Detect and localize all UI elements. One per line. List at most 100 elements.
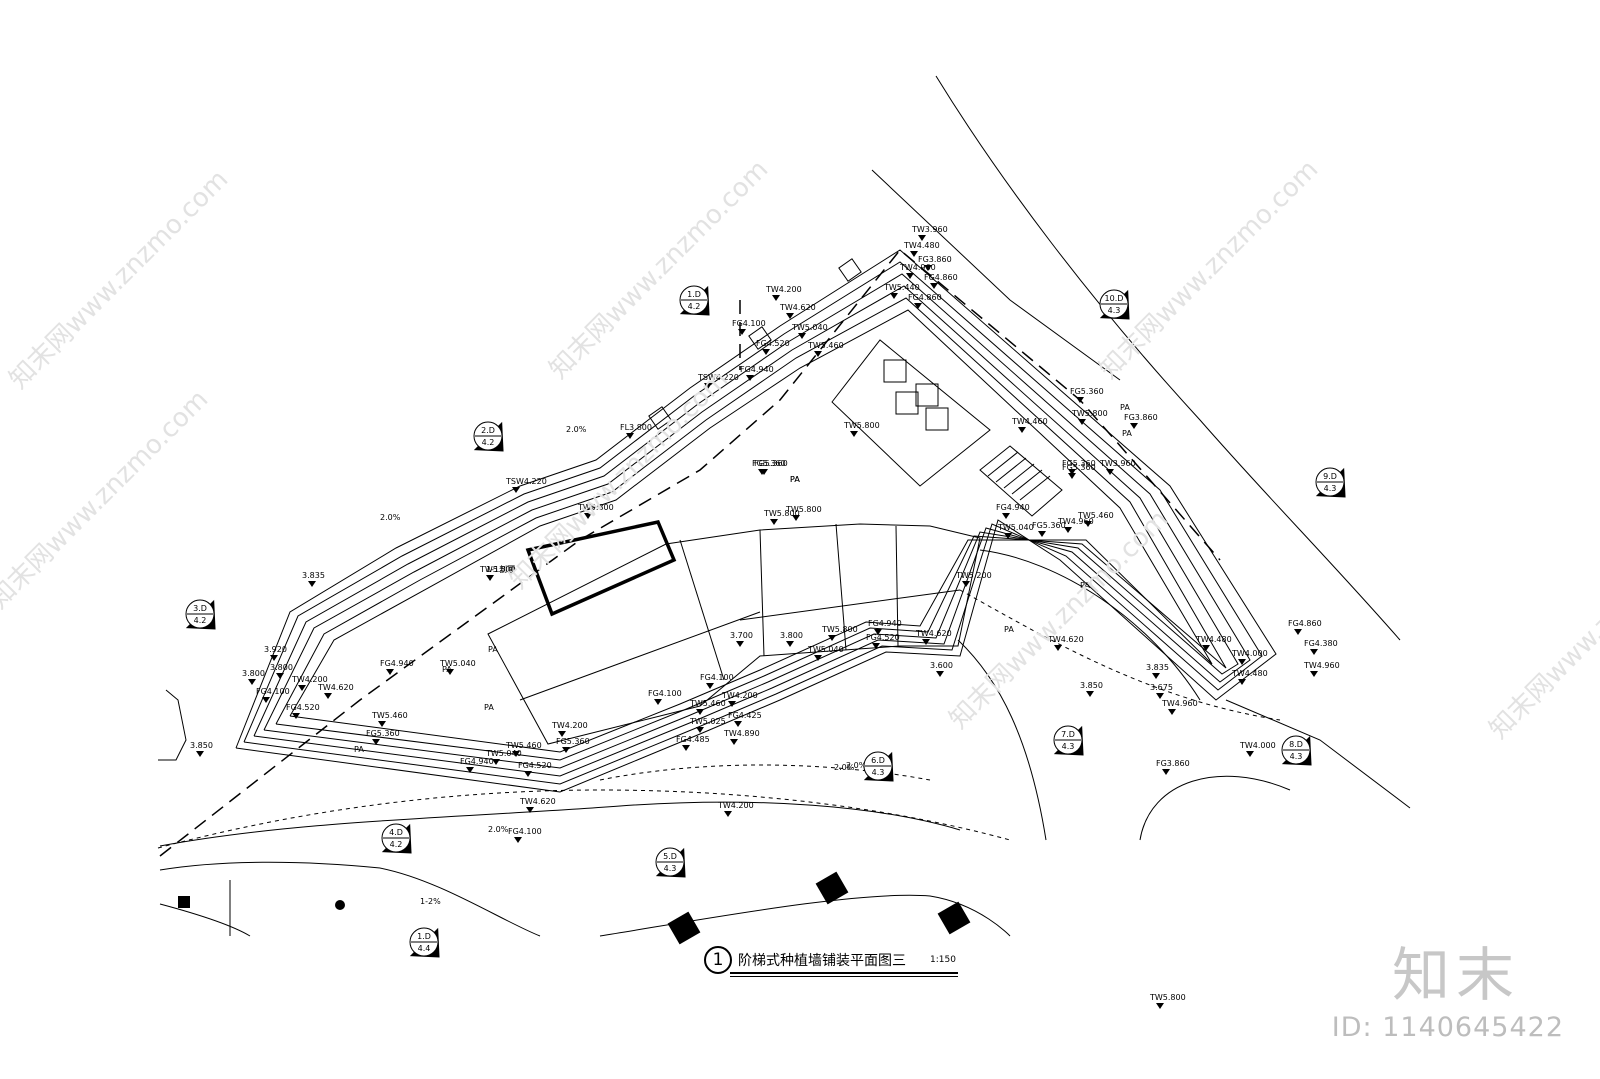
- elevation-triangle: [1002, 513, 1010, 519]
- elevation-triangle: [828, 635, 836, 641]
- column-2: [915, 383, 939, 407]
- elevation-label-text: TW4.200: [721, 691, 758, 700]
- elevation-triangle: [1156, 1003, 1164, 1009]
- elevation-label: PA: [442, 665, 452, 674]
- elevation-label-text: 1-2%: [420, 897, 441, 906]
- elevation-triangle: [486, 575, 494, 581]
- elevation-label: TW4.620: [915, 629, 952, 645]
- drawing-scale: 1:150: [930, 955, 956, 965]
- elevation-label-text: FG4.940: [460, 757, 494, 766]
- elevation-label-text: TW4.200: [551, 721, 588, 730]
- elevation-label-text: PA: [1004, 625, 1014, 634]
- elevation-label: TW5.800: [821, 625, 858, 641]
- elevation-label: 2.0%: [488, 825, 509, 834]
- elevation-label: TW4.620: [779, 303, 816, 319]
- elevation-triangle: [1162, 769, 1170, 775]
- elevation-triangle: [770, 519, 778, 525]
- elevation-triangle: [1078, 419, 1086, 425]
- elevation-label-text: FG4.100: [700, 673, 734, 682]
- elevation-label-text: TW4.480: [1231, 669, 1268, 678]
- section-marker-sheet: 4.2: [194, 616, 207, 625]
- elevation-triangle: [1238, 679, 1246, 685]
- elevation-triangle: [728, 701, 736, 707]
- planter-box-2: [648, 406, 672, 430]
- elevation-label-text: 3.800: [780, 631, 803, 640]
- pavilion-outline: [525, 519, 677, 617]
- elevation-label: PA: [790, 475, 800, 484]
- road-edge-right: [935, 75, 1401, 641]
- elevation-label-text: TW5.025: [689, 717, 726, 726]
- elevation-triangle: [1168, 709, 1176, 715]
- elevation-label-text: TW5.040: [997, 523, 1034, 532]
- elevation-label: TW4.960: [899, 263, 936, 279]
- elevation-label-text: TW5.460: [1077, 511, 1114, 520]
- elevation-label: FG4.520: [756, 339, 790, 355]
- planter-box-3: [748, 326, 772, 350]
- terrace-outline-5: [275, 297, 1227, 761]
- elevation-triangle: [270, 655, 278, 661]
- section-marker: 1.D4.2: [679, 285, 710, 316]
- elevation-triangle: [724, 811, 732, 817]
- elevation-label: FG4.100: [256, 687, 290, 703]
- elevation-triangle: [1038, 531, 1046, 537]
- elevation-label-text: 3.675: [1150, 683, 1173, 692]
- elevation-label-text: TW4.620: [1047, 635, 1084, 644]
- elevation-label: 2.0%: [834, 763, 855, 772]
- drawing-title: 阶梯式种植墙铺装平面图三: [738, 953, 906, 969]
- elevation-triangle: [1004, 533, 1012, 539]
- elevation-triangle: [850, 431, 858, 437]
- elevation-triangle: [704, 383, 712, 389]
- elevation-label-text: FG4.520: [756, 339, 790, 348]
- diagonal-watermark-text: 知末网www.znzmo.com: [0, 384, 214, 615]
- elevation-label-text: TW4.480: [903, 241, 940, 250]
- elevation-triangle: [930, 283, 938, 289]
- elevation-label-text: 3.850: [1080, 681, 1103, 690]
- elevation-label-text: TW5.800: [785, 505, 822, 514]
- elevation-label: FL3.800: [620, 423, 652, 439]
- elevation-label: TW4.480: [1195, 635, 1232, 651]
- elevation-label: PA: [484, 703, 494, 712]
- elevation-label-text: TW3.960: [1099, 459, 1136, 468]
- elevation-triangle: [730, 739, 738, 745]
- elevation-label: FG4.100: [648, 689, 682, 705]
- elevation-label: TW5.440: [883, 283, 920, 299]
- elevation-triangle: [924, 265, 932, 271]
- elevation-triangle: [1130, 423, 1138, 429]
- elevation-label: FG5.360: [556, 737, 590, 753]
- elevation-label-text: 3.800: [270, 663, 293, 672]
- property-line: [159, 248, 1221, 857]
- elevation-triangle: [772, 295, 780, 301]
- elevation-label: FG5.360: [366, 729, 400, 745]
- elevation-label-text: TW4.620: [317, 683, 354, 692]
- elevation-label-text: TW4.000: [1239, 741, 1276, 750]
- elevation-label-text: FG4.860: [924, 273, 958, 282]
- section-marker-code: 9.D: [1323, 472, 1337, 481]
- diagonal-watermark-text: 知末网www.znzmo.com: [1484, 514, 1600, 745]
- section-marker: 1.D4.4: [409, 927, 440, 958]
- elevation-triangle: [798, 333, 806, 339]
- central-plaza: [487, 523, 981, 745]
- diagonal-watermark-text: 知末网www.znzmo.com: [944, 504, 1175, 735]
- section-marker: 9.D4.3: [1315, 467, 1346, 498]
- elevation-triangle: [584, 513, 592, 519]
- elevation-triangle: [1202, 645, 1210, 651]
- elevation-label: FG4.860: [1288, 619, 1322, 635]
- elevation-triangle: [1084, 521, 1092, 527]
- section-marker-sheet: 4.3: [1324, 484, 1337, 493]
- elevation-triangle: [786, 313, 794, 319]
- stair-block: [979, 445, 1063, 517]
- section-marker-sheet: 4.4: [418, 944, 431, 953]
- elevation-triangle: [298, 685, 306, 691]
- elevation-triangle: [276, 673, 284, 679]
- elevation-label: FG3.860: [918, 255, 952, 271]
- elevation-label-text: FG5.360: [1032, 521, 1066, 530]
- elevation-label: TW5.040: [791, 323, 828, 339]
- elevation-label: FG4.940: [380, 659, 414, 675]
- elevation-label-text: PA: [442, 665, 452, 674]
- elevation-label: TW4.960: [1161, 699, 1198, 715]
- elevation-label-text: TW5.460: [689, 699, 726, 708]
- elevation-label: TW4.200: [765, 285, 802, 301]
- section-marker-code: 3.D: [193, 604, 207, 613]
- elevation-triangle: [626, 433, 634, 439]
